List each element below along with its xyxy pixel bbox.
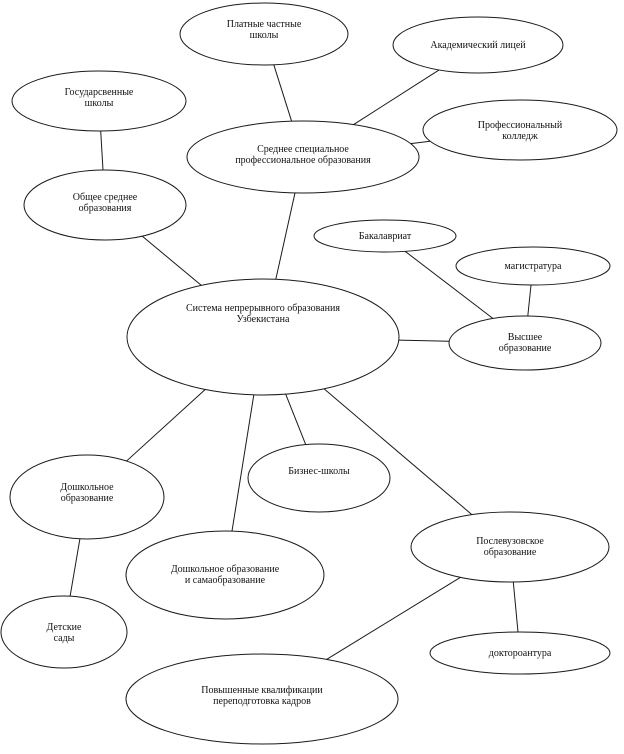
node-kindergartens-label-line: Детские xyxy=(47,622,83,633)
node-preschool-label-line: Дошкольное xyxy=(60,482,114,493)
edge-master-to-higher xyxy=(527,284,532,317)
node-doctorate-label-line: доктороантура xyxy=(489,648,552,659)
node-postgraduate-label-line: образование xyxy=(484,547,537,558)
edge-college-to-secondary-special xyxy=(410,140,431,145)
edge-bachelor-to-higher xyxy=(404,250,494,319)
node-master: магистратура xyxy=(455,246,611,286)
node-state-schools-label-line: школы xyxy=(85,98,114,109)
node-center: Система непрерывного образованияУзбекист… xyxy=(126,278,400,396)
node-secondary-special-ellipse xyxy=(186,120,420,194)
node-business: Бизнес-школы xyxy=(247,443,391,513)
edge-center-to-higher xyxy=(398,339,450,342)
node-center-ellipse xyxy=(126,278,400,396)
node-postgraduate-label-line: Послевузовское xyxy=(476,536,544,547)
node-secondary-special-label-line: Среднее специальное xyxy=(257,144,349,155)
node-higher-ellipse xyxy=(448,315,602,371)
node-business-label-line: Бизнес-школы xyxy=(288,466,350,477)
diagram-edges xyxy=(69,64,532,660)
node-college-label-line: Профессиональный xyxy=(478,120,563,131)
edge-postgraduate-to-doctorate xyxy=(512,581,519,633)
edge-center-to-preschool xyxy=(126,389,206,462)
edge-general-to-center xyxy=(141,235,202,286)
edge-center-to-self-education xyxy=(231,394,255,532)
node-master-label-line: магистратура xyxy=(505,261,563,272)
node-kindergartens-ellipse xyxy=(0,595,128,669)
edge-lyceum-to-secondary-special xyxy=(353,69,440,126)
node-self-education-label-line: Дошкольное образование xyxy=(171,564,280,575)
node-state-schools-label-line: Государсвенные xyxy=(65,87,134,98)
node-qualification-label-line: Повышенные квалификации xyxy=(201,685,323,696)
node-qualification-ellipse xyxy=(125,653,399,745)
node-preschool-label-line: образование xyxy=(61,493,114,504)
node-business-ellipse xyxy=(247,443,391,513)
node-lyceum-ellipse xyxy=(392,16,564,74)
node-college-ellipse xyxy=(422,99,618,161)
edge-postgraduate-to-qualification xyxy=(326,576,461,660)
node-general-label-line: образования xyxy=(79,203,132,214)
node-preschool-ellipse xyxy=(9,454,165,540)
node-secondary-special-label-line: профессиональное образования xyxy=(235,155,371,166)
node-college-label-line: колледж xyxy=(502,131,538,142)
node-center-label-line: Система непрерывного образования xyxy=(186,303,340,314)
node-bachelor-label-line: Бакалавриат xyxy=(359,231,412,242)
edge-private-schools-to-secondary-special xyxy=(273,64,293,122)
node-center-label-line: Узбекистана xyxy=(237,314,290,325)
node-doctorate: доктороантура xyxy=(429,631,611,675)
edge-center-to-postgraduate xyxy=(323,388,473,516)
diagram-nodes: Система непрерывного образованияУзбекист… xyxy=(0,2,618,745)
node-self-education-ellipse xyxy=(125,530,325,620)
node-lyceum: Академический лицей xyxy=(392,16,564,74)
node-self-education-label-line: и самаобразование xyxy=(185,575,266,586)
node-state-schools-ellipse xyxy=(11,70,187,132)
node-bachelor: Бакалавриат xyxy=(313,219,457,253)
edge-center-to-business xyxy=(285,394,307,445)
edge-preschool-to-kindergartens xyxy=(69,538,81,597)
edge-state-schools-to-general xyxy=(100,130,104,171)
node-lyceum-label-line: Академический лицей xyxy=(430,40,526,51)
edge-secondary-special-to-center xyxy=(275,192,296,280)
node-higher-label-line: образование xyxy=(499,343,552,354)
node-doctorate-ellipse xyxy=(429,631,611,675)
node-general-ellipse xyxy=(23,169,187,241)
node-private-schools-ellipse xyxy=(179,2,349,66)
node-private-schools-label-line: школы xyxy=(250,30,279,41)
node-postgraduate-ellipse xyxy=(410,511,610,583)
node-bachelor-ellipse xyxy=(313,219,457,253)
node-private-schools-label-line: Платные частные xyxy=(227,19,302,30)
node-general-label-line: Общее среднее xyxy=(73,192,138,203)
node-kindergartens-label-line: сады xyxy=(54,633,75,644)
node-master-ellipse xyxy=(455,246,611,286)
node-qualification-label-line: переподготовка кадров xyxy=(213,696,311,707)
node-higher-label-line: Высшее xyxy=(508,332,543,343)
